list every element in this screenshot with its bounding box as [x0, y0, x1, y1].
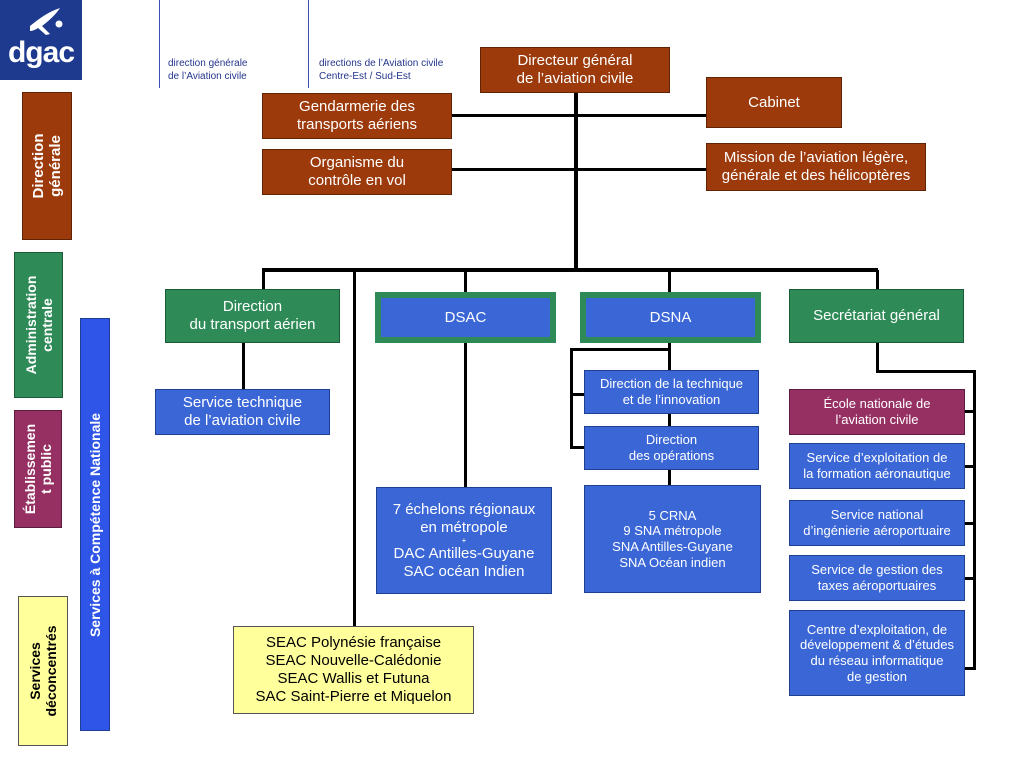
box-secretariat-general: Secrétariat général [789, 289, 964, 343]
connector [668, 342, 671, 486]
box-mission-aviation-legere: Mission de l’aviation légère,générale et… [706, 143, 926, 191]
connector [964, 465, 975, 468]
connector [570, 446, 585, 449]
connector [964, 410, 975, 413]
box-dsna: DSNA [580, 292, 761, 343]
airplane-logo-icon [30, 8, 63, 35]
connector [964, 522, 975, 525]
legend-services-competence-nationale: Services à Compétence Nationale [80, 318, 110, 731]
connector [576, 168, 706, 171]
connector [876, 370, 976, 373]
connector [964, 577, 975, 580]
connector [574, 92, 578, 270]
connector [973, 370, 976, 670]
connector [668, 270, 671, 294]
connector [242, 342, 245, 390]
box-dsac-regional: 7 échelons régionaux en métropole + DAC … [376, 487, 552, 594]
logo-text: dgac [7, 36, 75, 69]
connector [262, 268, 878, 272]
connector [876, 342, 879, 372]
connector [576, 114, 706, 117]
box-cabinet: Cabinet [706, 77, 842, 128]
connector [262, 270, 265, 290]
connector [570, 348, 670, 351]
connector [464, 270, 467, 294]
box-dsac: DSAC [375, 292, 556, 343]
connector [464, 342, 467, 488]
header-rule-1 [159, 0, 160, 88]
connector [964, 667, 975, 670]
connector [570, 348, 573, 448]
connector [353, 270, 356, 628]
connector [876, 270, 879, 290]
connector [452, 114, 576, 117]
header-rule-2 [308, 0, 309, 88]
dgac-logo: dgac [0, 0, 82, 80]
connector [570, 393, 585, 396]
connector [452, 168, 576, 171]
